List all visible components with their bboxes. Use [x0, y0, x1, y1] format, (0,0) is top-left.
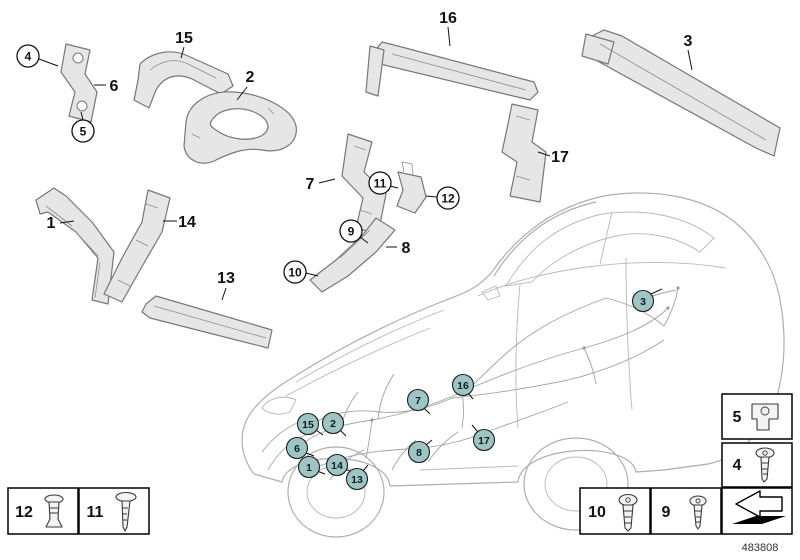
callout-9[interactable]: 9 — [339, 219, 363, 243]
svg-text:9: 9 — [662, 504, 671, 521]
car-callout-7[interactable]: 7 — [406, 388, 430, 412]
car-callout-15[interactable]: 15 — [296, 412, 320, 436]
car-callout-14[interactable]: 14 — [325, 453, 349, 477]
car-location-callouts: 3 16 7 15 2 6 17 — [285, 288, 663, 491]
part-1-cable-guide — [35, 187, 115, 305]
svg-text:12: 12 — [441, 192, 455, 206]
car-callout-1[interactable]: 1 — [297, 455, 321, 479]
car-callout-6[interactable]: 6 — [285, 436, 309, 460]
svg-text:1: 1 — [306, 462, 312, 474]
legend-box-9[interactable]: 9 — [650, 487, 722, 535]
part-3-rail — [581, 29, 781, 157]
svg-text:2: 2 — [330, 418, 336, 430]
svg-text:10: 10 — [288, 266, 302, 280]
svg-text:13: 13 — [351, 474, 363, 486]
viewing-direction-arrow-icon — [732, 490, 786, 524]
svg-text:17: 17 — [478, 435, 490, 447]
callout-10[interactable]: 10 — [283, 260, 307, 284]
diagram-number: 483808 — [742, 542, 779, 554]
part-12-bracket — [396, 161, 427, 214]
svg-text:8: 8 — [416, 447, 422, 459]
part-label-3[interactable]: 3 — [684, 33, 693, 50]
mirror — [481, 285, 501, 301]
svg-text:5: 5 — [733, 409, 742, 426]
torx-screw-icon — [618, 493, 638, 532]
rear-wheel — [523, 437, 629, 531]
part-label-8[interactable]: 8 — [402, 240, 411, 257]
screw-icon — [755, 447, 775, 483]
svg-text:6: 6 — [294, 443, 300, 455]
callout-12[interactable]: 12 — [436, 186, 460, 210]
front-wheel — [287, 446, 385, 538]
svg-text:3: 3 — [640, 296, 646, 308]
car-outline — [241, 192, 785, 538]
part-13-cable-guide — [141, 295, 273, 349]
a-pillar — [493, 201, 597, 277]
hood-seam — [295, 309, 445, 383]
part-label-7[interactable]: 7 — [306, 176, 315, 193]
callout-11[interactable]: 11 — [368, 171, 392, 195]
car-callout-3[interactable]: 3 — [631, 289, 655, 313]
svg-text:5: 5 — [80, 125, 87, 139]
headlight — [261, 396, 297, 415]
torx-screw-small-icon — [689, 495, 707, 530]
expansion-rivet-icon — [44, 494, 64, 528]
part-8-cable-guide — [309, 217, 396, 293]
part-6-bracket — [60, 43, 98, 123]
svg-text:11: 11 — [87, 504, 104, 521]
part-2-cable-guide — [183, 91, 297, 164]
self-tapping-screw-icon — [115, 491, 137, 532]
part-label-6[interactable]: 6 — [110, 78, 119, 95]
legend-box-direction[interactable] — [721, 487, 793, 535]
car-callout-17[interactable]: 17 — [472, 428, 496, 452]
svg-text:7: 7 — [415, 395, 421, 407]
part-16-rail — [365, 41, 539, 101]
part-label-14[interactable]: 14 — [178, 214, 196, 231]
svg-text:4: 4 — [733, 457, 742, 474]
part-label-17[interactable]: 17 — [551, 149, 569, 166]
car-callout-13[interactable]: 13 — [345, 467, 369, 491]
beltline — [477, 262, 727, 297]
part-label-16[interactable]: 16 — [439, 10, 457, 27]
car-callout-8[interactable]: 8 — [407, 440, 431, 464]
callout-5[interactable]: 5 — [71, 119, 95, 143]
part-14-cable-guide — [103, 189, 171, 303]
svg-text:15: 15 — [302, 419, 314, 431]
legend-box-11[interactable]: 11 — [78, 487, 150, 535]
callout-4[interactable]: 4 — [16, 44, 40, 68]
legend-box-5[interactable]: 5 — [721, 393, 793, 440]
clip-nut-icon — [751, 403, 779, 431]
part-label-1[interactable]: 1 — [47, 215, 56, 232]
part-17-bracket — [501, 103, 547, 203]
part-label-15[interactable]: 15 — [175, 30, 193, 47]
car-callout-16[interactable]: 16 — [451, 373, 475, 397]
svg-text:16: 16 — [457, 380, 469, 392]
circled-callouts: 4 5 9 10 11 12 — [16, 44, 460, 284]
legend-box-10[interactable]: 10 — [579, 487, 651, 535]
part-label-13[interactable]: 13 — [217, 270, 235, 287]
part-15-cable-guide — [133, 51, 234, 109]
svg-text:10: 10 — [588, 504, 606, 521]
svg-text:11: 11 — [374, 177, 387, 191]
svg-text:9: 9 — [348, 225, 355, 239]
part-label-2[interactable]: 2 — [246, 69, 255, 86]
part-labels: 1 2 3 6 7 8 13 14 15 16 17 — [47, 10, 693, 301]
side-glass — [505, 211, 715, 287]
svg-text:14: 14 — [331, 460, 343, 472]
car-callout-2[interactable]: 2 — [321, 411, 345, 435]
svg-text:12: 12 — [15, 504, 33, 521]
svg-text:4: 4 — [25, 50, 32, 64]
legend-box-4[interactable]: 4 — [721, 442, 793, 488]
legend-box-12[interactable]: 12 — [7, 487, 79, 535]
